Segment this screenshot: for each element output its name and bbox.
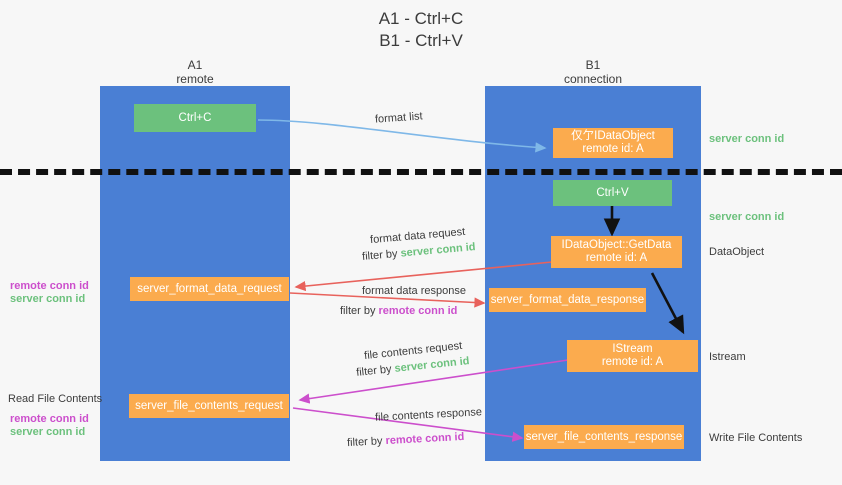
filter-prefix: filter by — [346, 435, 383, 450]
annotation-remote-conn-id-1: remote conn id — [10, 280, 89, 292]
lane-header-a1: A1 remote — [114, 58, 276, 86]
filter-prefix: filter by — [340, 305, 376, 317]
title-line-1: A1 - Ctrl+C — [378, 9, 464, 28]
annotation-server-conn-id-2: server conn id — [10, 426, 86, 438]
box-getdata-line2: remote id: A — [585, 252, 648, 264]
filter-prefix: filter by — [361, 247, 399, 263]
filter-value-remote-conn-id: remote conn id — [385, 430, 465, 448]
label-file-contents-response-filter: filter by remote conn id — [347, 431, 465, 450]
lane-a1-role: remote — [176, 72, 214, 86]
box-ctrl-v[interactable]: Ctrl+V — [553, 180, 672, 206]
lane-a1-name: A1 — [187, 58, 203, 72]
box-server-format-data-request[interactable]: server_format_data_request — [130, 277, 289, 301]
box-idataobject-top-line1: 仅亇IDataObject — [571, 130, 655, 142]
title-line-2: B1 - Ctrl+V — [379, 31, 463, 50]
annotation-dataobject: DataObject — [709, 246, 765, 258]
box-istream-line2: remote id: A — [601, 356, 664, 368]
lane-b1-role: connection — [563, 72, 623, 86]
filter-prefix: filter by — [355, 363, 393, 379]
annotation-server-conn-id-1: server conn id — [10, 293, 86, 305]
box-getdata-line1: IDataObject::GetData — [561, 239, 672, 251]
box-ctrl-v-label: Ctrl+V — [596, 186, 629, 199]
annotation-read-file-contents: Read File Contents — [8, 393, 103, 405]
lane-header-b1: B1 connection — [503, 58, 683, 86]
boundary-divider — [0, 169, 842, 175]
box-idataobject-top[interactable]: 仅亇IDataObject remote id: A — [553, 128, 673, 158]
diagram-title: A1 - Ctrl+C B1 - Ctrl+V — [271, 8, 571, 52]
box-getdata[interactable]: IDataObject::GetData remote id: A — [551, 236, 682, 268]
box-server-file-contents-request-label: server_file_contents_request — [135, 399, 283, 412]
box-server-file-contents-request[interactable]: server_file_contents_request — [129, 394, 289, 418]
box-idataobject-top-line2: remote id: A — [582, 143, 644, 155]
box-istream-line1: IStream — [612, 343, 653, 355]
label-file-contents-response: file contents response — [374, 406, 483, 424]
box-server-format-data-response[interactable]: server_format_data_response — [489, 288, 646, 312]
annotation-remote-conn-id-2: remote conn id — [10, 413, 89, 425]
annotation-write-file-contents: Write File Contents — [709, 432, 803, 444]
label-format-data-response-filter: filter by remote conn id — [340, 305, 457, 318]
box-server-file-contents-response[interactable]: server_file_contents_response — [524, 425, 684, 449]
box-ctrl-c[interactable]: Ctrl+C — [134, 104, 256, 132]
label-format-data-response: format data response — [362, 285, 466, 297]
box-server-format-data-request-label: server_format_data_request — [137, 282, 282, 295]
filter-value-server-conn-id: server conn id — [400, 241, 476, 260]
filter-value-remote-conn-id: remote conn id — [378, 305, 458, 317]
box-istream[interactable]: IStream remote id: A — [567, 340, 698, 372]
box-ctrl-c-label: Ctrl+C — [178, 111, 212, 124]
lane-b1-name: B1 — [585, 58, 601, 72]
box-server-format-data-response-label: server_format_data_response — [490, 293, 645, 306]
label-format-list: format list — [374, 110, 424, 126]
annotation-server-conn-id-top: server conn id — [709, 133, 785, 145]
box-server-file-contents-response-label: server_file_contents_response — [525, 430, 683, 443]
annotation-server-conn-id-second: server conn id — [709, 211, 785, 223]
annotation-istream: Istream — [709, 351, 746, 363]
